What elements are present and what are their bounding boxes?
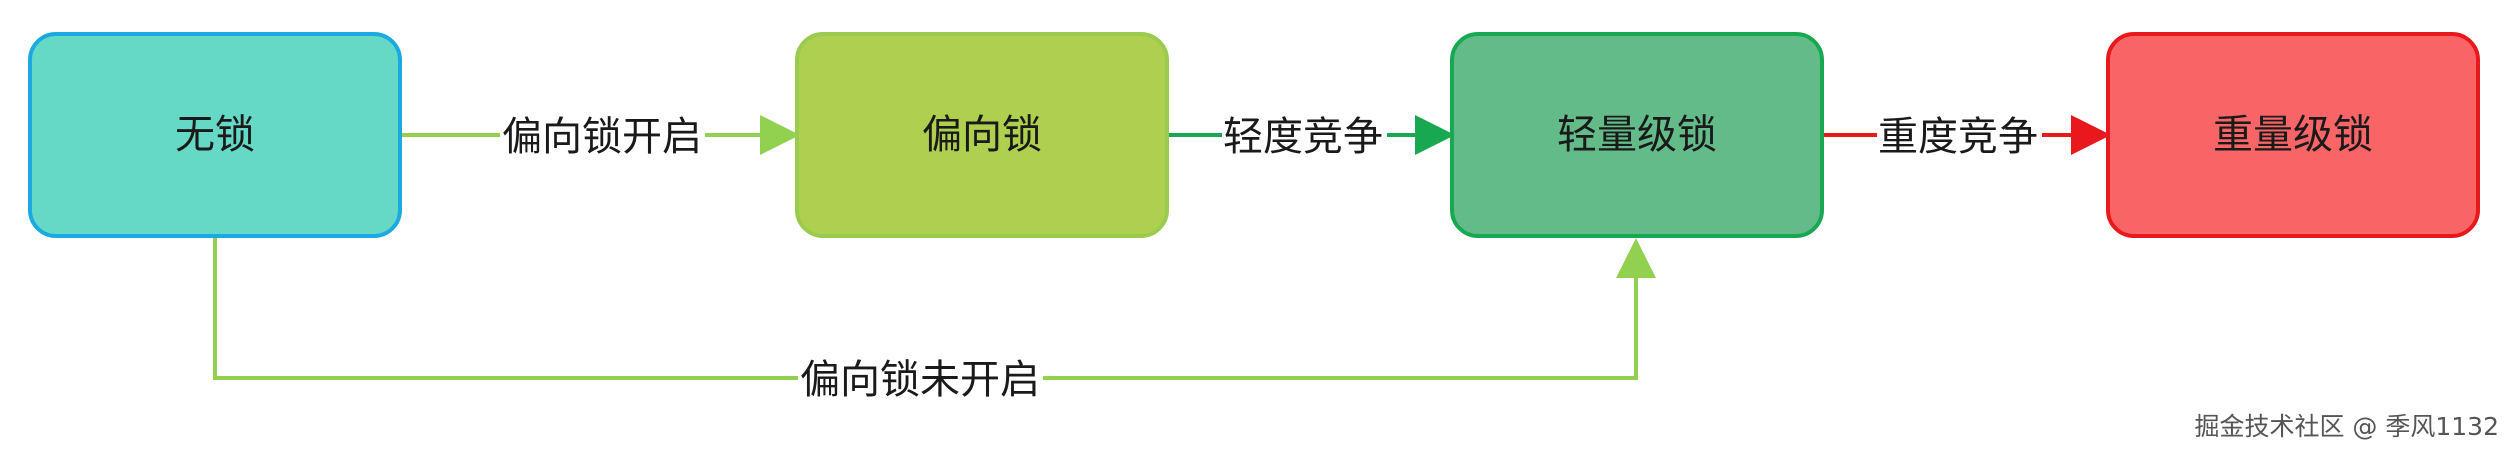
node-lightweight-lock-box [1450,32,1824,238]
edge-label-bg-2 [1222,108,1387,164]
node-no-lock: 无锁 [28,32,402,238]
node-lightweight-lock-label: 轻量级锁 [1557,112,1717,158]
node-heavyweight-lock: 重量级锁 [2106,32,2480,238]
node-heavyweight-lock-label: 重量级锁 [2213,112,2373,158]
node-biased-lock: 偏向锁 [795,32,1169,238]
node-lightweight-lock: 轻量级锁 [1450,32,1824,238]
edge-label-bg-4 [798,352,1043,408]
edge-label-biased-enabled: 偏向锁开启 [502,114,702,160]
node-heavyweight-lock-box [2106,32,2480,238]
watermark: 掘金技术社区 @ 季风1132 [2194,412,2499,441]
node-no-lock-box [28,32,402,238]
node-biased-lock-label: 偏向锁 [922,112,1042,158]
edge-label-bg-1 [500,108,705,164]
node-no-lock-label: 无锁 [175,112,255,158]
node-biased-lock-box [795,32,1169,238]
edge-label-heavy-contention: 重度竞争 [1878,114,2038,160]
edge-label-light-contention: 轻度竞争 [1223,114,1383,160]
edge-label-bg-3 [1877,108,2042,164]
edge-label-biased-disabled: 偏向锁未开启 [800,357,1040,403]
